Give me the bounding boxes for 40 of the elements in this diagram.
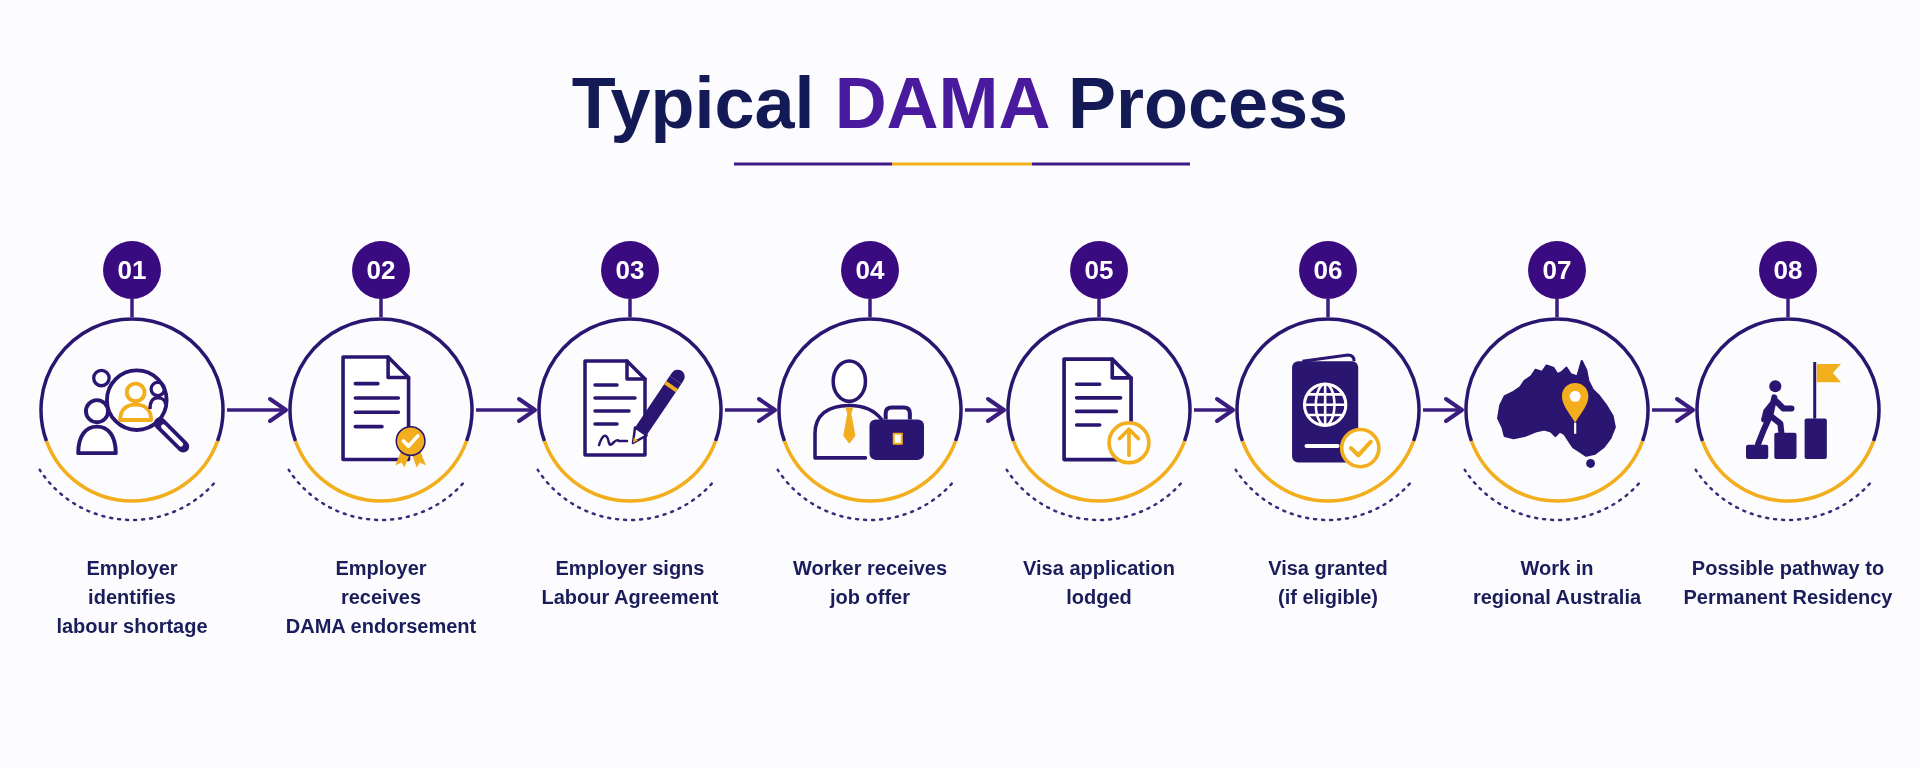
step-caption: Visa application lodged (1023, 556, 1175, 610)
step-number-badge: 04 (841, 241, 899, 299)
step-circle (1464, 317, 1650, 503)
step-number-badge: 01 (103, 241, 161, 299)
step-number-badge: 02 (352, 241, 410, 299)
connector-line (868, 299, 872, 317)
step-caption: Employer receives DAMA endorsement (285, 556, 477, 639)
arrow (725, 397, 777, 423)
step-circle (777, 317, 963, 503)
diagram-title: Typical DAMA Process (571, 63, 1349, 143)
connector-line (1555, 299, 1559, 317)
connector-line (1326, 299, 1330, 317)
connector-line (1097, 299, 1101, 317)
connector-line (379, 299, 383, 317)
arrow (476, 397, 537, 423)
step-caption: Possible pathway to Permanent Residency (1683, 556, 1893, 610)
step-circle (1695, 317, 1881, 503)
step-caption: Employer identifies labour shortage (56, 556, 208, 639)
step-number-badge: 03 (601, 241, 659, 299)
step-caption: Work in regional Australia (1472, 556, 1642, 610)
step-caption: Employer signs Labour Agreement (541, 556, 719, 610)
connector-line (1786, 299, 1790, 317)
step-number-badge: 08 (1759, 241, 1817, 299)
step-circle (537, 317, 723, 503)
step-circle (1006, 317, 1192, 503)
arrow (1423, 397, 1464, 423)
arrow (1194, 397, 1235, 423)
connector-line (628, 299, 632, 317)
connector-line (130, 299, 134, 317)
step-number-badge: 07 (1528, 241, 1586, 299)
step-circle (39, 317, 225, 503)
step-caption: Visa granted (if eligible) (1268, 556, 1388, 610)
step-number-badge: 05 (1070, 241, 1128, 299)
arrow (965, 397, 1006, 423)
arrow (227, 397, 288, 423)
step-caption: Worker receives job offer (792, 556, 948, 610)
step-number-badge: 06 (1299, 241, 1357, 299)
step-circle (288, 317, 474, 503)
step-circle (1235, 317, 1421, 503)
arrow (1652, 397, 1695, 423)
